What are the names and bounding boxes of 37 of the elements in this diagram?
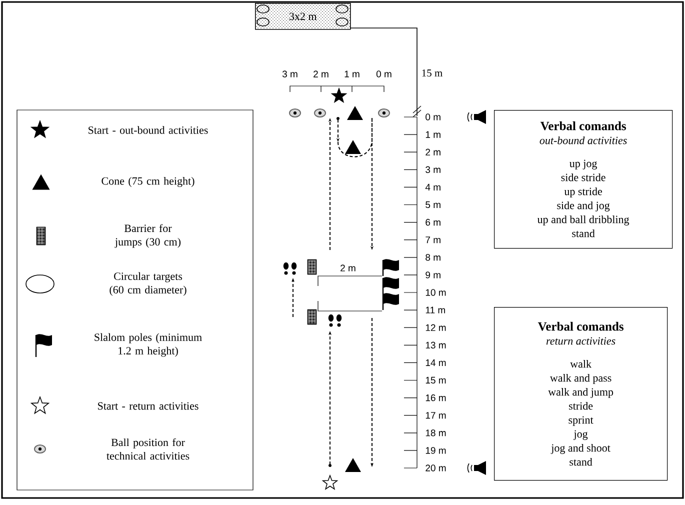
distance-label: 6 m	[426, 218, 440, 226]
distance-label: 19 m	[426, 447, 446, 454]
legend-text: Start - return activities	[98, 402, 198, 410]
distance-label: 3 m	[282, 70, 298, 78]
distance-label: 1 m	[344, 70, 360, 78]
distance-label: 11 m	[426, 306, 445, 314]
distance-label: 8 m	[426, 254, 440, 261]
command-box: Verbal comands return activities walk walk and pass walk and jump stride sprint jog jog and shoot stand	[494, 307, 668, 481]
command-box: Verbal comands out-bound activities up jog side stride up stride side and jog up and ball dribbling stand	[494, 110, 673, 249]
distance-label: 5 m	[426, 201, 440, 208]
goal-box: 3x2 m	[255, 3, 351, 30]
distance-label: 18 m	[426, 430, 446, 436]
distance-label: 16 m	[426, 394, 446, 402]
legend-text: Barrier for jumps (30 cm)	[114, 224, 181, 248]
distance-label: 17 m	[426, 412, 446, 419]
distance-label: 15 m	[426, 376, 446, 384]
distance-label: 4 m	[425, 184, 440, 190]
legend-text: Ball position for technical activities	[106, 438, 190, 460]
distance-label: 15 m	[422, 69, 442, 77]
distance-label: 7 m	[426, 236, 440, 244]
distance-label: 0 m	[426, 114, 440, 120]
distance-label: 0 m	[376, 70, 392, 78]
distance-label: 2 m	[426, 148, 440, 156]
distance-label: 14 m	[426, 359, 446, 366]
distance-label: 12 m	[426, 324, 446, 331]
distance-label: 20 m	[426, 464, 446, 472]
distance-label: 9 m	[426, 272, 440, 278]
legend-text: Start - out-bound activities	[88, 126, 208, 134]
distance-label: 2 m	[340, 264, 356, 272]
legend-text: Cone (75 cm height)	[102, 177, 194, 187]
distance-label: 3 m	[426, 166, 440, 173]
legend-text: Circular targets (60 cm diameter)	[110, 272, 186, 296]
legend-text: Slalom poles (minimum 1.2 m height)	[94, 333, 202, 357]
distance-label: 2 m	[314, 70, 328, 78]
distance-label: 13 m	[426, 342, 446, 348]
distance-label: 10 m	[426, 289, 446, 296]
distance-label: 1 m	[426, 131, 440, 138]
